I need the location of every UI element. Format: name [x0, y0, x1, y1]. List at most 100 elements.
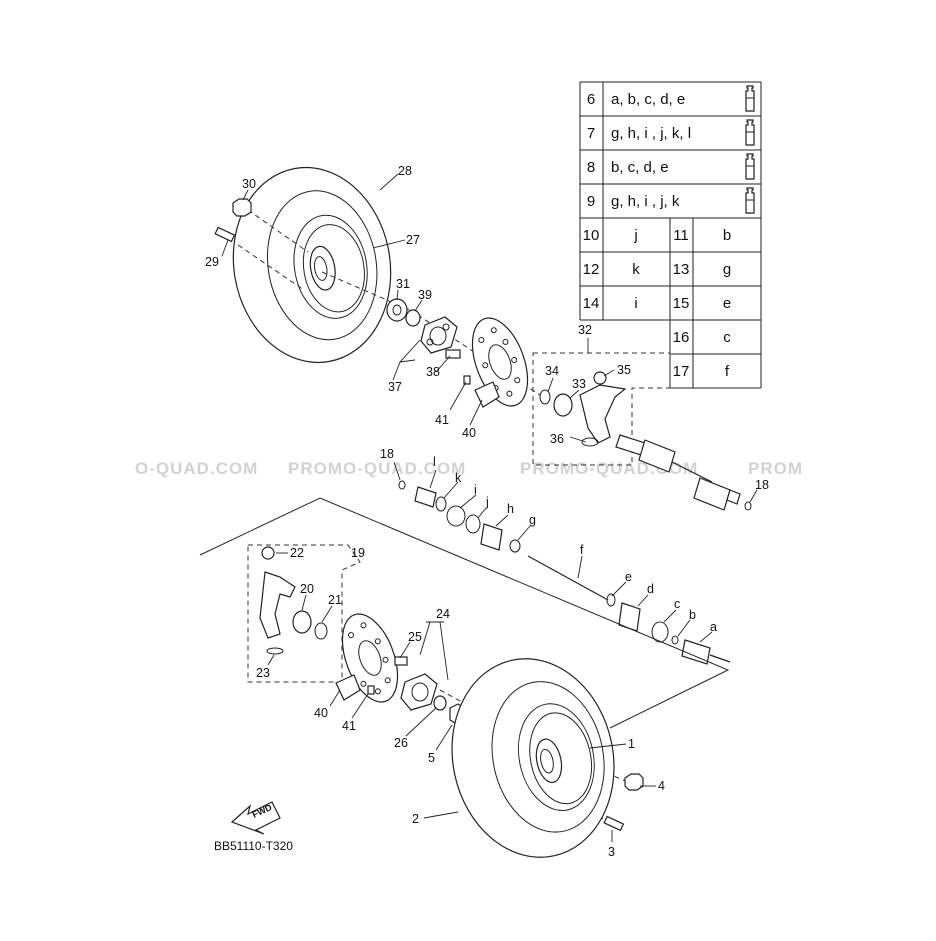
knuckle-group-box [247, 544, 361, 683]
table-pair-letter: e [723, 295, 731, 312]
callout-label: 38 [426, 365, 440, 379]
callout-label: 34 [545, 364, 559, 378]
callout-labels: 28 30 27 29 31 39 37 38 41 40 32 34 33 3… [205, 164, 769, 859]
grease-tube-icon [745, 153, 755, 180]
upper-wheel-assembly [214, 166, 541, 408]
watermark-text-1: O-QUAD.COM [135, 459, 258, 478]
table-row-letters: b, c, d, e [611, 159, 669, 176]
callout-label: 18 [380, 447, 394, 461]
knuckle-assembly-upper [539, 371, 627, 447]
callout-label: 29 [205, 255, 219, 269]
table-row-letters: g, h, i , j, k [611, 193, 680, 210]
callout-label: 40 [314, 706, 328, 720]
table-pair-number: 13 [673, 261, 690, 278]
stud-bolt-part [603, 815, 625, 832]
callout-label: 1 [628, 737, 635, 751]
callout-label: 2 [412, 812, 419, 826]
callout-label: 36 [550, 432, 564, 446]
tire-lower [451, 658, 615, 858]
callout-label: 4 [658, 779, 665, 793]
drive-shaft-exploded [398, 480, 731, 665]
bearing-part [386, 298, 408, 322]
table-pair-number: 17 [673, 363, 690, 380]
callout-label: 41 [342, 719, 356, 733]
callout-label: 22 [290, 546, 304, 560]
callout-label: 18 [755, 478, 769, 492]
stud-bolt-part [214, 226, 236, 243]
brake-disc-upper [471, 317, 529, 407]
callout-label: 3 [608, 845, 615, 859]
callout-label: 32 [578, 323, 592, 337]
callout-label: 31 [396, 277, 410, 291]
callout-label: g [529, 513, 536, 527]
callout-label: 23 [256, 666, 270, 680]
callout-label: b [689, 608, 696, 622]
spacer-part [433, 695, 447, 711]
callout-label: 20 [300, 582, 314, 596]
table-pair-number: 10 [583, 227, 600, 244]
table-pair-letter: j [633, 227, 637, 244]
callout-label: 30 [242, 177, 256, 191]
callout-label: 39 [418, 288, 432, 302]
tire-upper [232, 166, 392, 364]
callout-label: f [580, 543, 584, 557]
watermark-text-4: PROM [748, 459, 803, 478]
plane-outline [199, 497, 730, 729]
callout-label: 41 [435, 413, 449, 427]
reference-table: 6 a, b, c, d, e 7 g, h, i , j, k, l 8 b,… [579, 81, 762, 389]
nut-part [232, 198, 252, 217]
table-row-letters: g, h, i , j, k, l [611, 125, 691, 142]
table-pair-number: 16 [673, 329, 690, 346]
bolt-part [367, 685, 375, 695]
forward-arrow-icon: FWD [230, 801, 281, 835]
callout-label: d [647, 582, 654, 596]
bracket-part [474, 381, 500, 408]
table-pair-number: 11 [673, 227, 689, 244]
callout-label: 25 [408, 630, 422, 644]
table-pair-letter: f [725, 363, 730, 380]
bolt-part [463, 375, 471, 385]
grease-tube-icon [745, 85, 755, 112]
table-pair-number: 12 [583, 261, 600, 278]
table-pair-letter: c [723, 329, 731, 346]
bracket-part [335, 674, 361, 701]
table-row-number: 6 [587, 91, 595, 108]
callout-label: 24 [436, 607, 450, 621]
callout-label: k [455, 471, 462, 485]
diagram-code: BB51110-T320 [214, 839, 293, 853]
table-row-letters: a, b, c, d, e [611, 91, 685, 108]
table-row-number: 8 [587, 159, 595, 176]
callout-label: 37 [388, 380, 402, 394]
leader-lines [221, 173, 758, 842]
hub-part [420, 316, 458, 354]
nut-part [624, 773, 644, 791]
table-pair-letter: b [723, 227, 731, 244]
knuckle-group-box [532, 352, 671, 466]
callout-label: 27 [406, 233, 420, 247]
callout-label: h [507, 502, 514, 516]
spacer-part [405, 309, 421, 327]
table-pair-letter: g [723, 261, 731, 278]
watermark-text-2: PROMO-QUAD.COM [288, 459, 466, 478]
watermark: O-QUAD.COM PROMO-QUAD.COM PROMO-QUAD.COM… [135, 459, 803, 478]
grease-tube-icon [745, 187, 755, 214]
callout-label: c [674, 597, 680, 611]
callout-label: 21 [328, 593, 342, 607]
table-row-number: 9 [587, 193, 595, 210]
callout-label: 19 [351, 546, 365, 560]
table-pair-number: 14 [583, 295, 600, 312]
callout-label: 40 [462, 426, 476, 440]
callout-label: a [710, 620, 717, 634]
grease-tube-icon [745, 119, 755, 146]
callout-label: l [433, 455, 436, 469]
callout-label: 5 [428, 751, 435, 765]
knuckle-assembly-lower [259, 546, 328, 655]
table-pair-number: 15 [673, 295, 690, 312]
drive-shaft-upper [615, 434, 752, 511]
callout-label: j [485, 495, 489, 509]
callout-label: e [625, 570, 632, 584]
callout-label: 28 [398, 164, 412, 178]
table-row-number: 7 [587, 125, 595, 142]
